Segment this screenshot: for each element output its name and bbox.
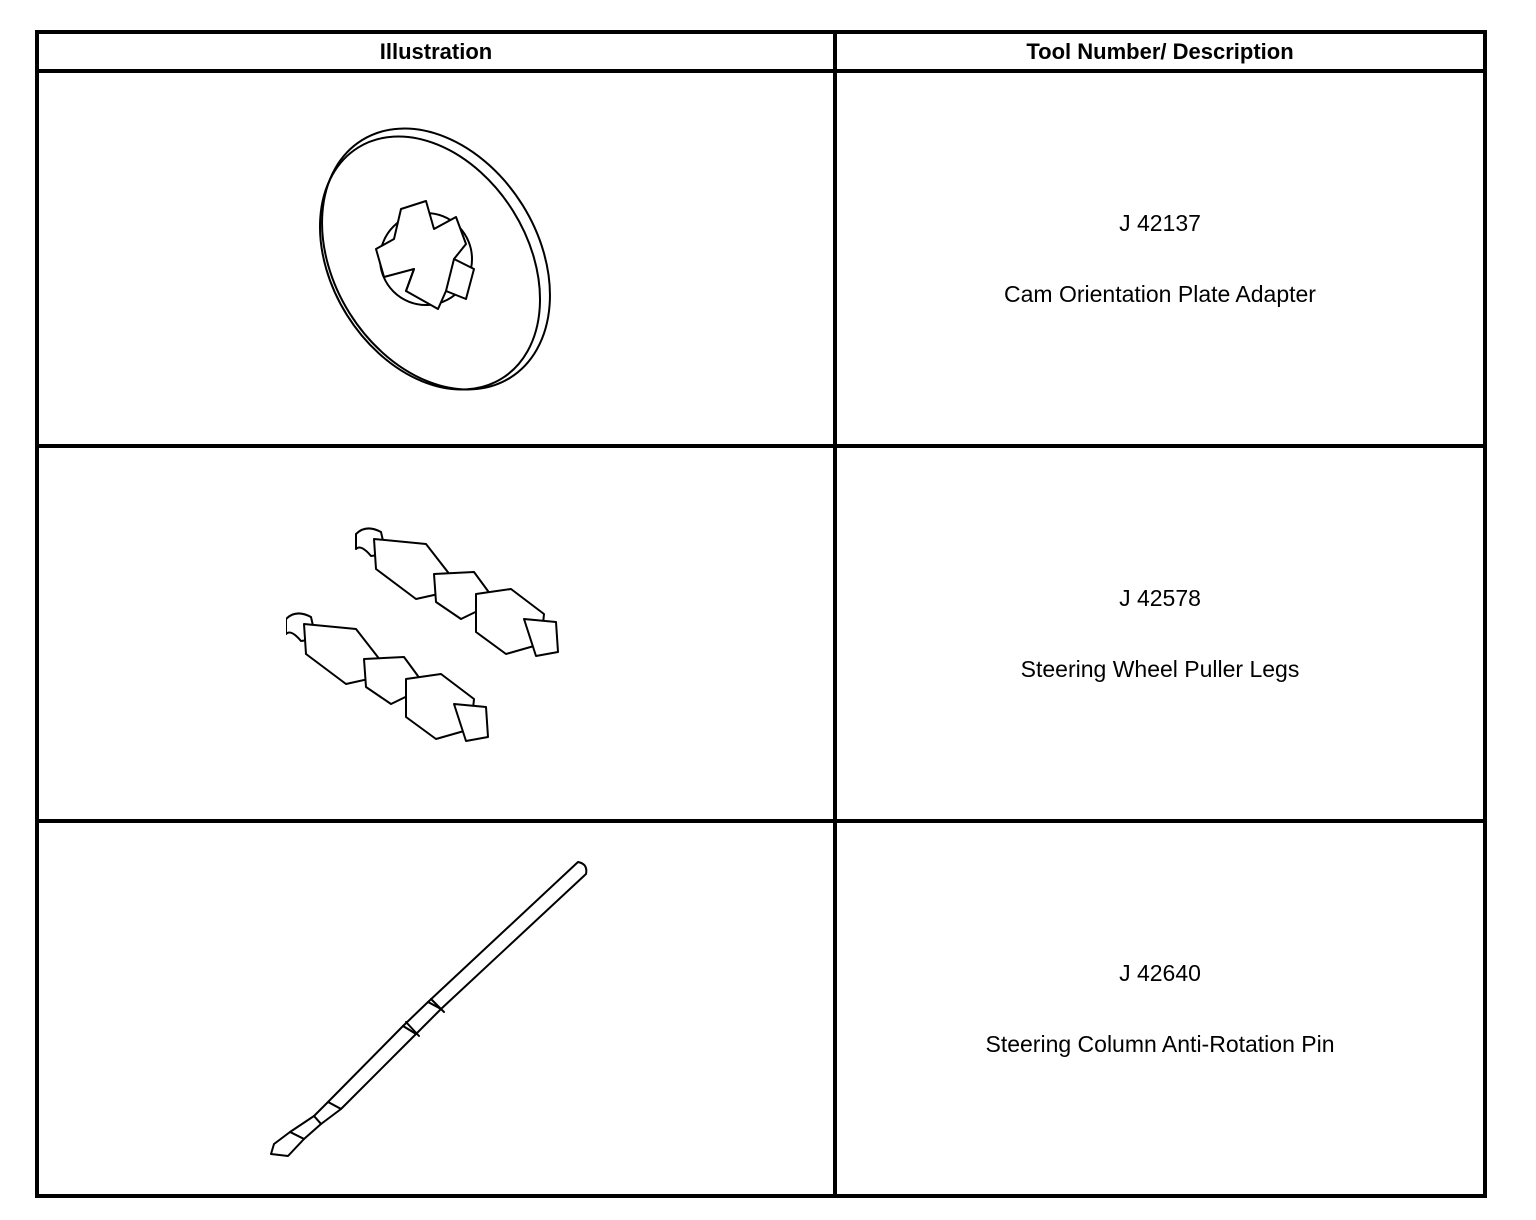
cam-orientation-plate-adapter-icon xyxy=(318,127,551,390)
description-cell: J 42640 Steering Column Anti-Rotation Pi… xyxy=(837,823,1483,1194)
tool-description: Steering Column Anti-Rotation Pin xyxy=(985,1030,1335,1057)
description-cell: J 42137 Cam Orientation Plate Adapter xyxy=(837,73,1483,448)
tool-table: Illustration Tool Number/ Description J … xyxy=(35,30,1487,1198)
tool-number: J 42640 xyxy=(1119,959,1201,986)
steering-wheel-puller-legs-icon xyxy=(286,527,559,742)
tool-description: Cam Orientation Plate Adapter xyxy=(1004,280,1316,307)
description-cell: J 42578 Steering Wheel Puller Legs xyxy=(837,448,1483,823)
tool-description: Steering Wheel Puller Legs xyxy=(1020,655,1300,682)
header-description: Tool Number/ Description xyxy=(837,34,1483,73)
tool-number: J 42578 xyxy=(1119,584,1201,611)
tool-number: J 42137 xyxy=(1119,209,1201,236)
illustration-cell xyxy=(39,448,837,823)
header-illustration: Illustration xyxy=(39,34,837,73)
illustration-cell xyxy=(39,73,837,448)
steering-column-anti-rotation-pin-icon xyxy=(270,860,588,1157)
illustration-cell xyxy=(39,823,837,1194)
